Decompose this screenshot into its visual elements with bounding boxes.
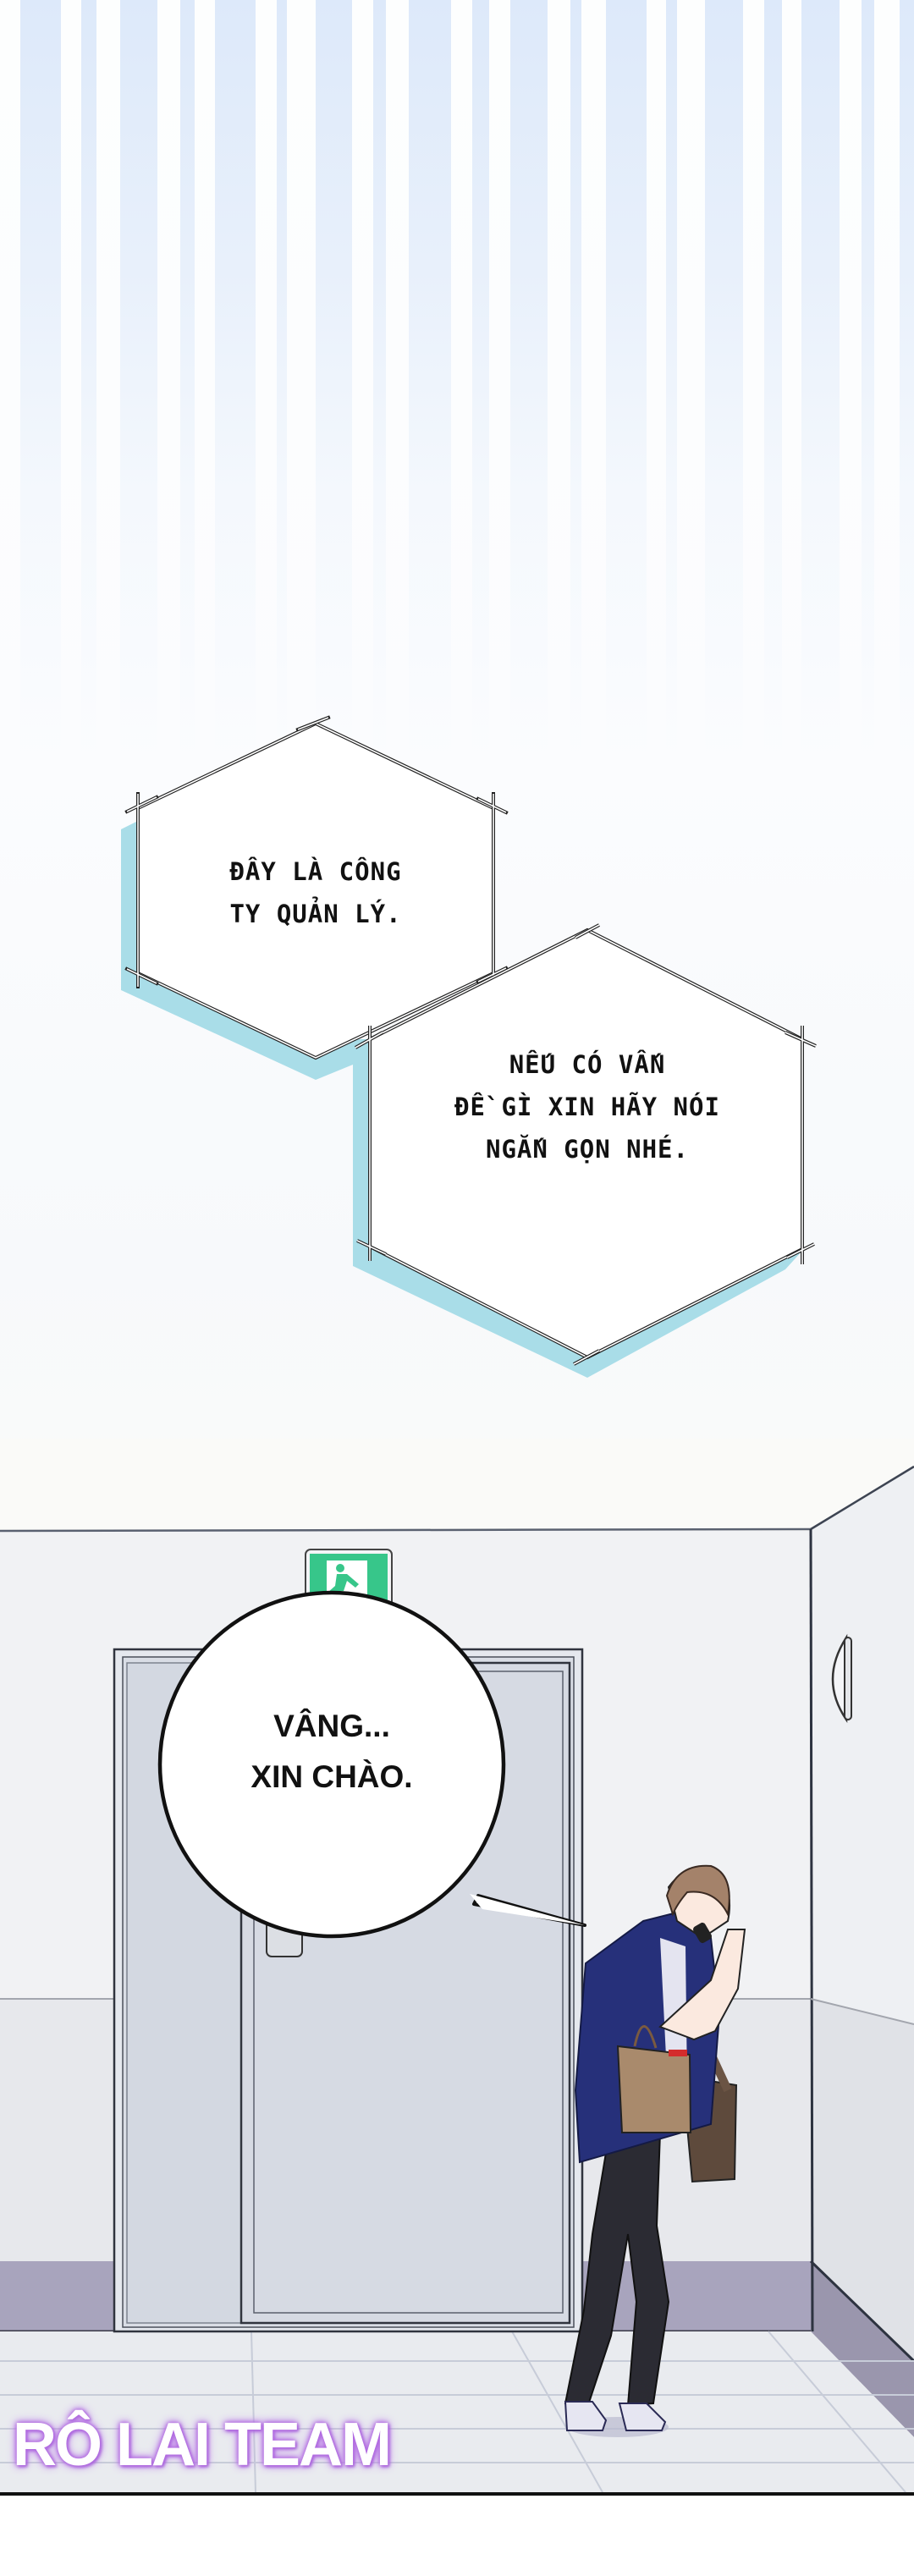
floor bbox=[0, 2331, 811, 2492]
character-man-on-phone bbox=[564, 1864, 746, 2437]
scanlation-watermark: RÔ LAI TEAM bbox=[13, 2411, 392, 2479]
narration-line: ĐÂY LÀ CÔNG bbox=[229, 857, 402, 886]
narration-text-2: NẾU CÓ VẤN ĐỀ GÌ XIN HÃY NÓI NGẮN GỌN NH… bbox=[408, 1043, 767, 1170]
narration-line: TY QUẢN LÝ. bbox=[229, 900, 402, 928]
speech-bubble bbox=[157, 1590, 586, 1939]
speech-line: VÂNG... bbox=[273, 1709, 390, 1743]
floor-tiles bbox=[0, 2331, 914, 2493]
hexagon-frames bbox=[121, 715, 817, 1378]
narration-text-1: ĐÂY LÀ CÔNG TY QUẢN LÝ. bbox=[189, 850, 443, 935]
hexagon-1 bbox=[124, 715, 509, 1060]
narration-line: NẾU CÓ VẤN bbox=[509, 1050, 666, 1079]
speech-bubble-text: VÂNG... XIN CHÀO. bbox=[160, 1701, 504, 1803]
hexagon-2 bbox=[355, 923, 817, 1366]
speech-line: XIN CHÀO. bbox=[251, 1759, 413, 1794]
narration-area: ĐÂY LÀ CÔNG TY QUẢN LÝ. NẾU CÓ VẤN ĐỀ GÌ… bbox=[0, 694, 914, 1388]
narration-line: NGẮN GỌN NHÉ. bbox=[486, 1135, 689, 1164]
narration-line: ĐỀ GÌ XIN HÃY NÓI bbox=[454, 1093, 720, 1121]
light-stripes bbox=[0, 0, 914, 762]
running-man-exit-icon bbox=[328, 1564, 359, 1596]
panel-bottom-border bbox=[0, 2492, 914, 2576]
wall-lamp bbox=[831, 1633, 852, 1724]
